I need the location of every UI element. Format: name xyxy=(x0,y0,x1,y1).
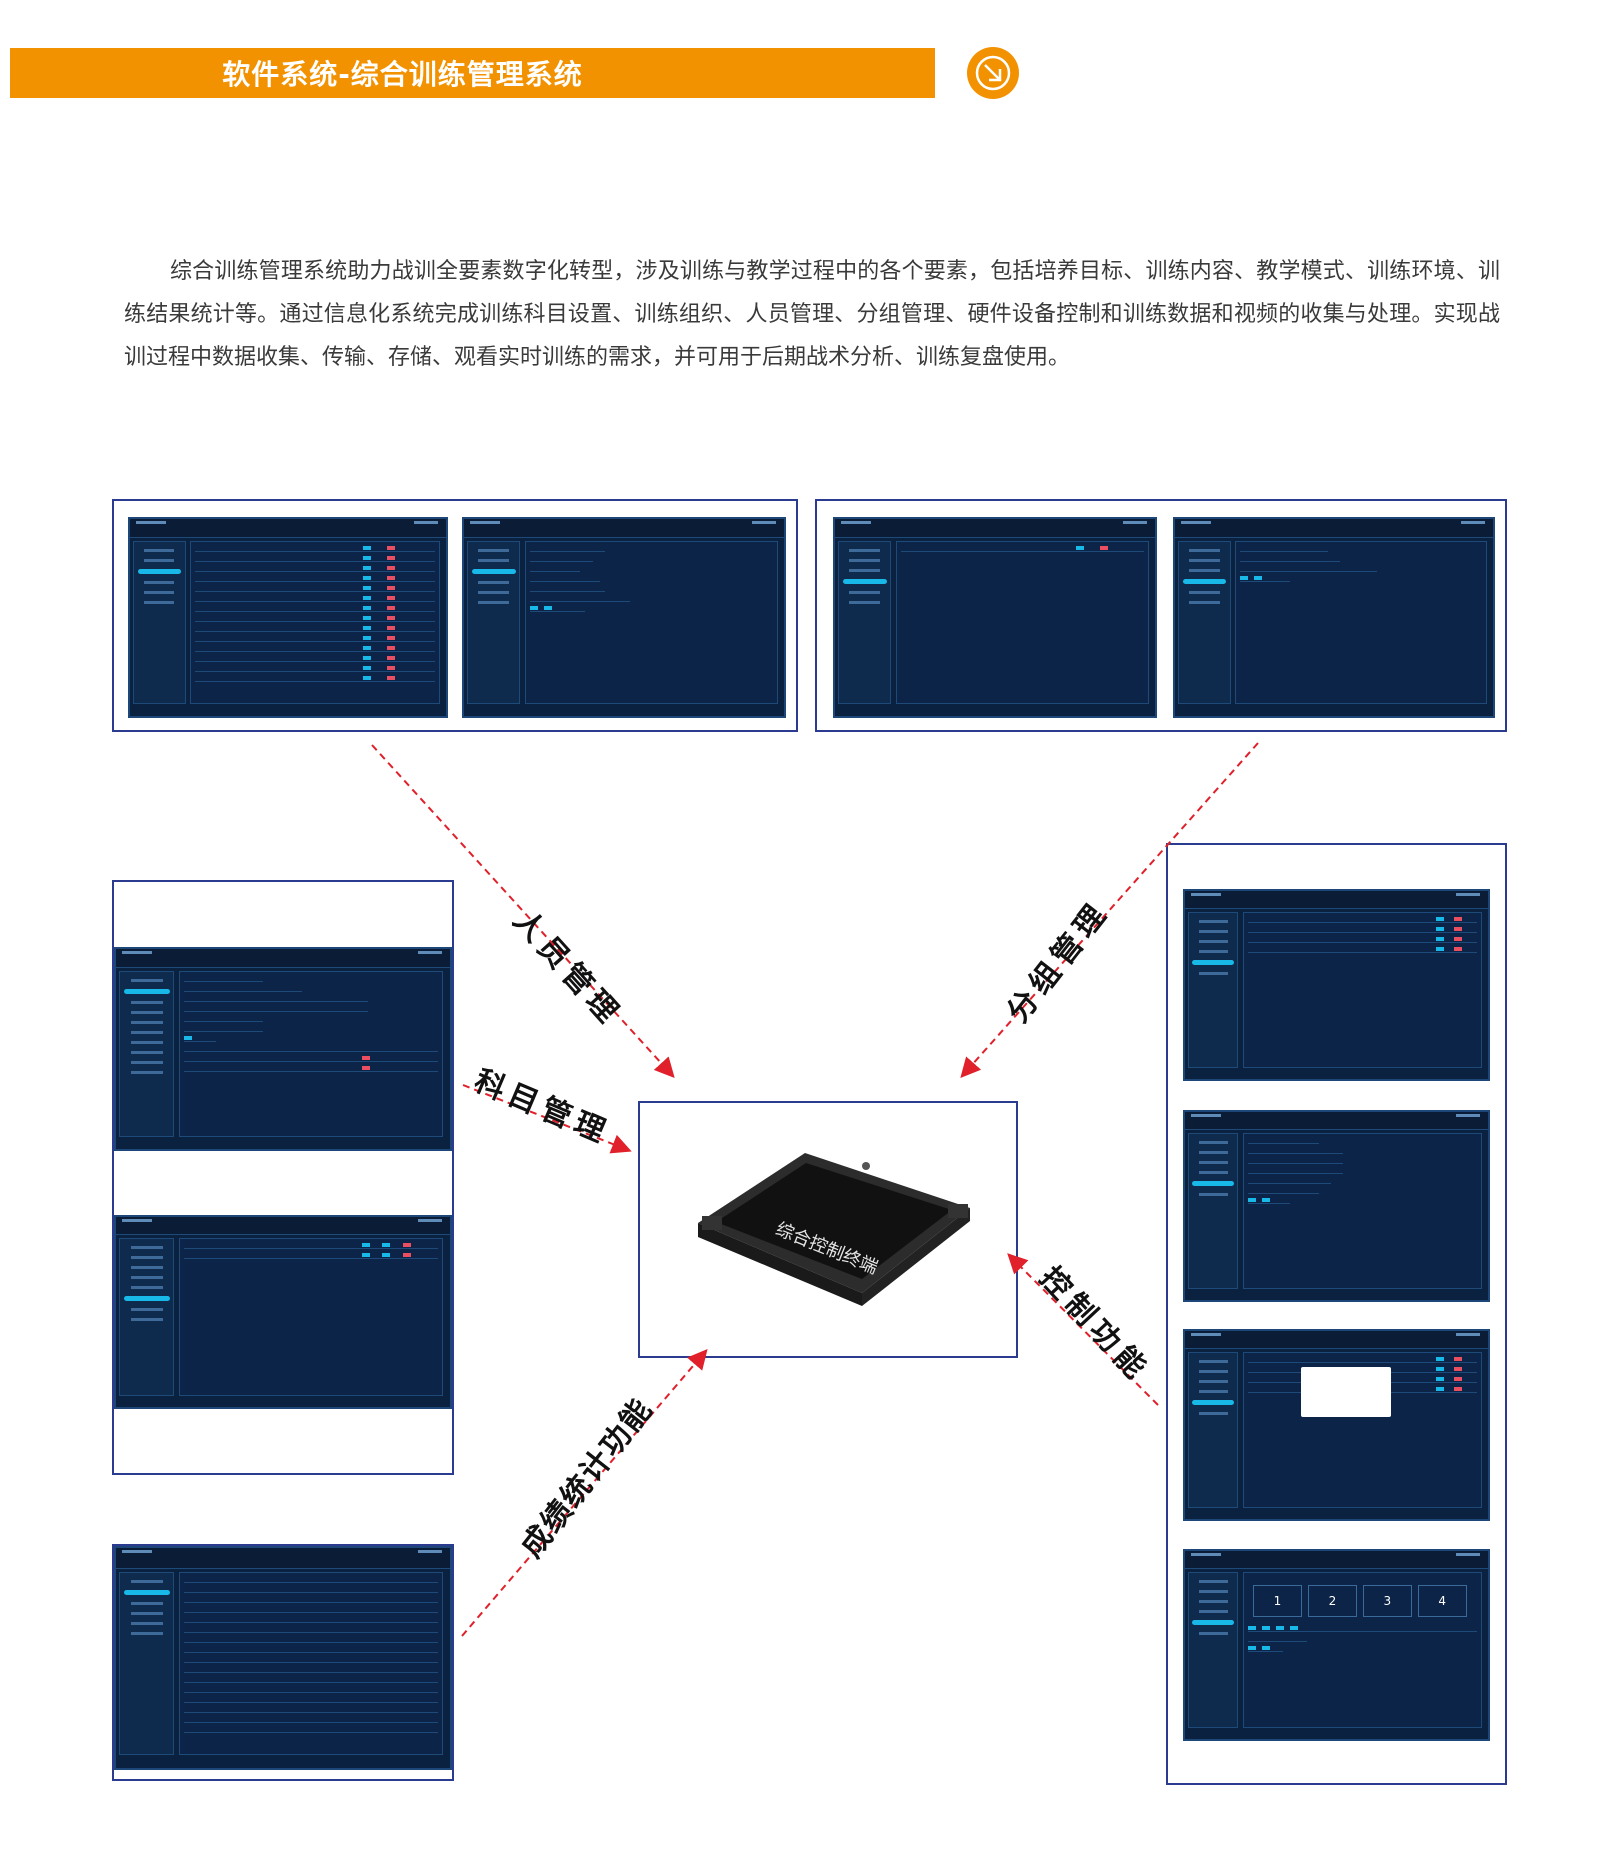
screenshot-subject-list xyxy=(114,1215,452,1409)
screenshot-control-group xyxy=(1183,889,1490,1081)
grouping-screens-frame xyxy=(815,499,1507,732)
personnel-screens-frame xyxy=(112,499,798,732)
arrow-down-right-icon xyxy=(967,47,1019,99)
screenshot-subject-form xyxy=(114,947,452,1151)
screenshot-personnel-list xyxy=(128,517,448,718)
terminal-image-frame: 综合控制终端 xyxy=(638,1101,1018,1358)
screenshot-group-form xyxy=(1173,517,1495,718)
screenshot-control-form xyxy=(1183,1110,1490,1302)
subjects-screens-frame xyxy=(112,880,454,1475)
screenshot-control-dialog xyxy=(1183,1329,1490,1521)
intro-paragraph: 综合训练管理系统助力战训全要素数字化转型，涉及训练与教学过程中的各个要素，包括培… xyxy=(124,259,1500,370)
scores-screens-frame xyxy=(112,1544,454,1781)
tablet-terminal-icon xyxy=(698,1153,970,1306)
control-screens-frame: 1 2 3 4 xyxy=(1166,843,1507,1785)
header-bar: 软件系统-综合训练管理系统 xyxy=(10,48,935,98)
screenshot-control-targets: 1 2 3 4 xyxy=(1183,1549,1490,1741)
header-title: 软件系统-综合训练管理系统 xyxy=(222,58,583,91)
screenshot-score-table xyxy=(114,1546,452,1770)
screenshot-group-list xyxy=(833,517,1157,718)
screenshot-personnel-form xyxy=(462,517,786,718)
